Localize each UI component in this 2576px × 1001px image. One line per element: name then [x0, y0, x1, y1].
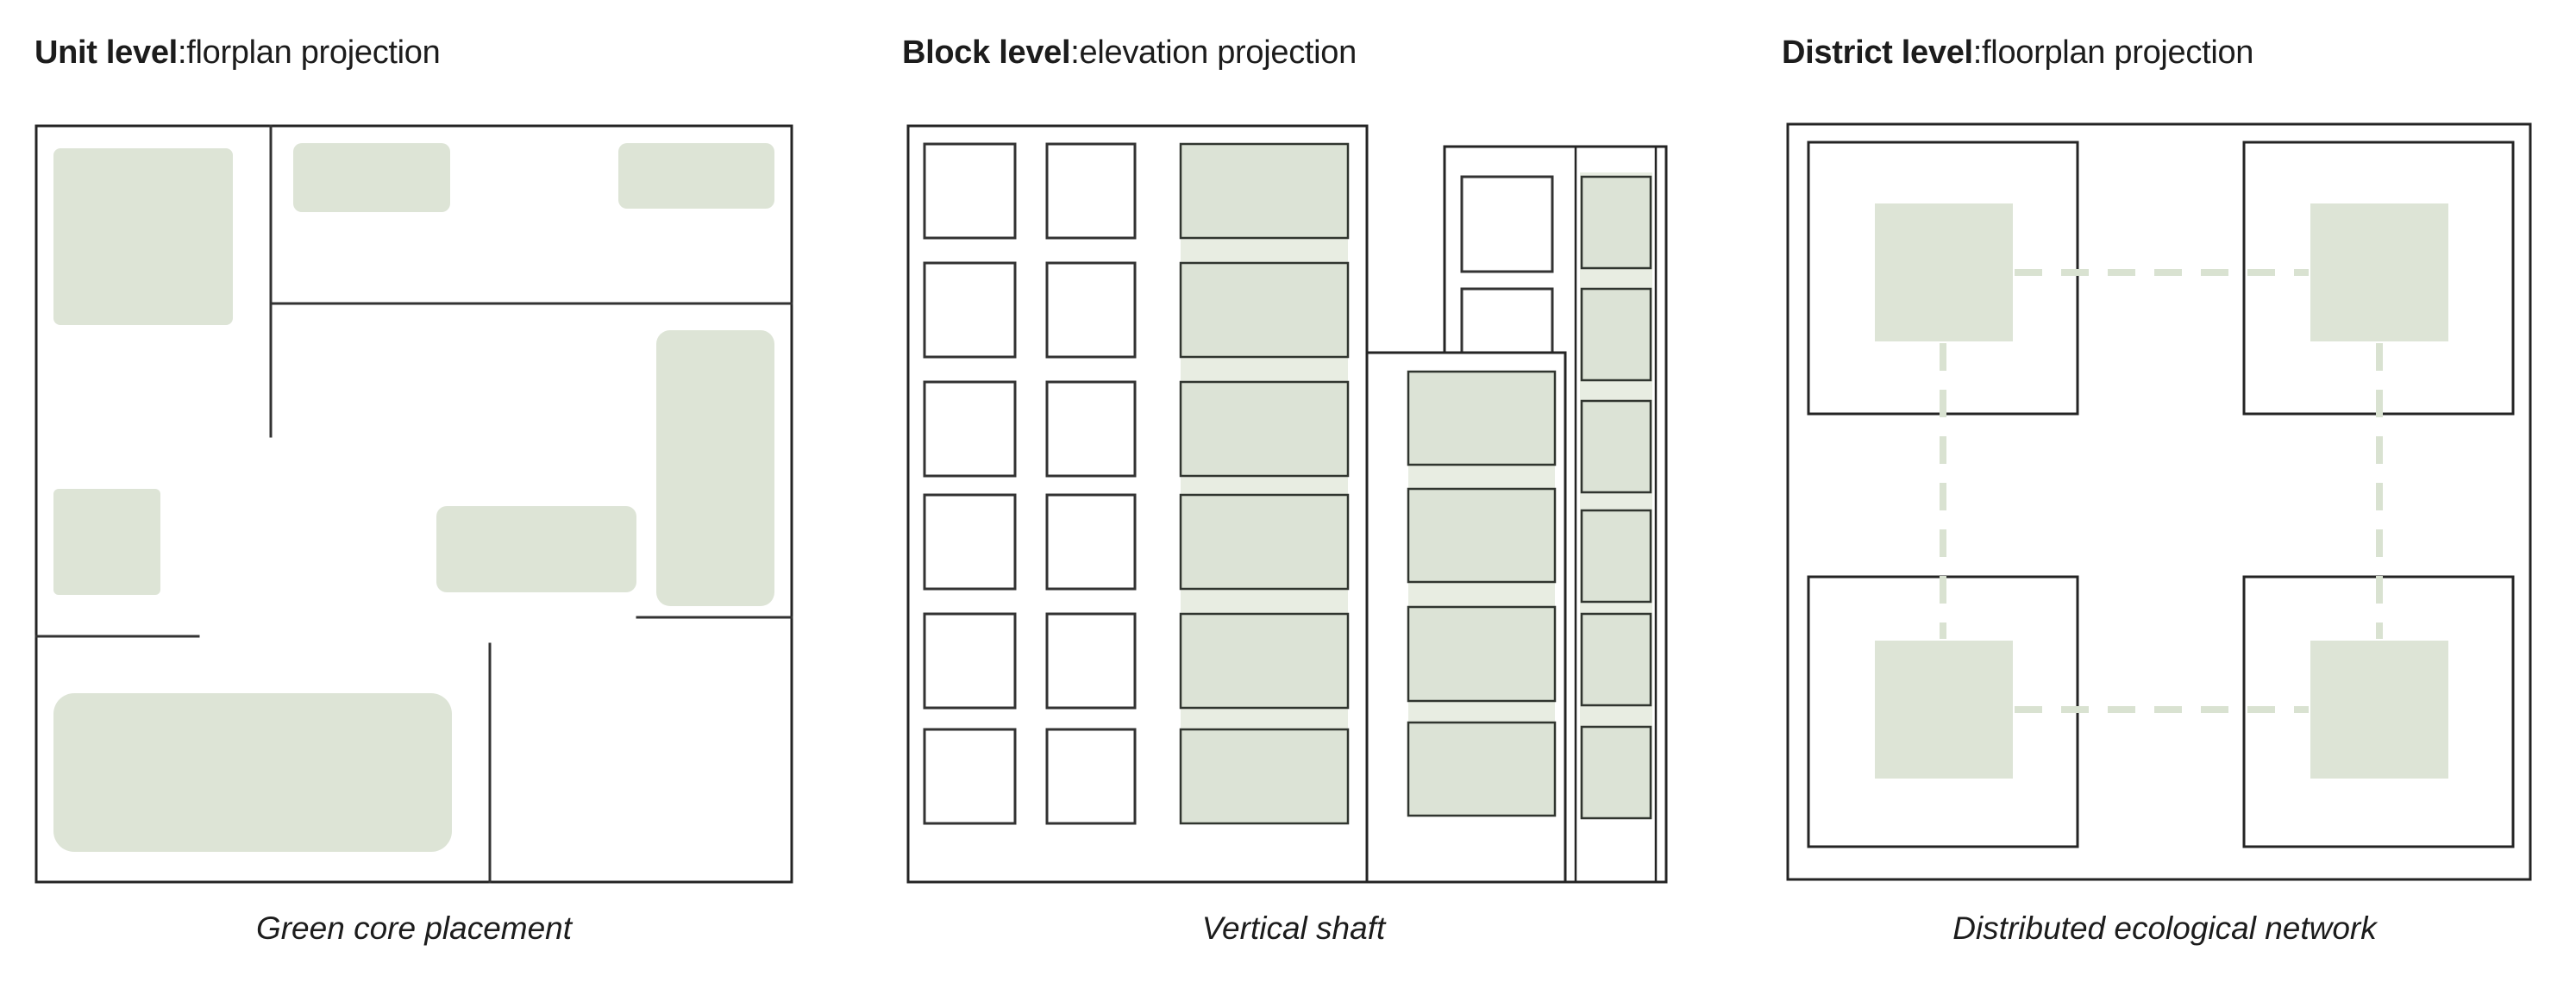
block-level-title: Block level:elevation projection: [902, 34, 1357, 72]
white-window: [1045, 728, 1137, 825]
building-main-left: [906, 124, 1369, 884]
district-level-title-bold: District level: [1782, 34, 1973, 71]
green-core-top-right: [2310, 203, 2448, 341]
green-core-right-tall: [656, 330, 774, 606]
vertical-shaft-strip: [1181, 144, 1348, 823]
white-window: [923, 728, 1017, 825]
green-window: [1407, 487, 1557, 584]
green-core-top-left: [1875, 203, 2013, 341]
block-caption: Vertical shaft: [1201, 910, 1386, 946]
green-core-top-left: [53, 148, 233, 325]
district-floorplan: [1786, 122, 2532, 881]
green-window: [1580, 287, 1652, 382]
white-window: [1045, 493, 1137, 591]
green-window: [1407, 605, 1557, 703]
district-caption: Distributed ecological network: [1952, 910, 2377, 946]
block-elevation: [906, 124, 1668, 884]
white-window: [1045, 142, 1137, 240]
unit-level-title: Unit level:florplan projection: [34, 34, 441, 72]
green-window: [1580, 509, 1652, 604]
white-window: [1045, 380, 1137, 478]
white-window: [923, 612, 1017, 710]
white-window: [923, 380, 1017, 478]
white-window: [923, 142, 1017, 240]
green-window: [1179, 142, 1350, 240]
green-core-middle: [436, 506, 636, 592]
vertical-shaft-strip: [1580, 172, 1652, 819]
green-window: [1179, 261, 1350, 359]
green-window: [1580, 399, 1652, 494]
white-window: [923, 493, 1017, 591]
green-core-bottom-right: [2310, 641, 2448, 779]
green-window: [1407, 721, 1557, 817]
green-window: [1179, 612, 1350, 710]
green-window: [1407, 370, 1557, 466]
white-window: [1460, 175, 1554, 273]
green-core-top-right: [618, 143, 774, 209]
white-window: [1045, 261, 1137, 359]
unit-caption: Green core placement: [255, 910, 573, 946]
district-level-title: District level:floorplan projection: [1782, 34, 2253, 72]
unit-level-title-bold: Unit level: [34, 34, 178, 71]
green-core-top-middle: [293, 143, 450, 212]
green-core-left-small: [53, 489, 160, 595]
block-level-title-bold: Block level: [902, 34, 1071, 71]
district-level-title-rest: :floorplan projection: [1972, 34, 2254, 71]
green-core-bottom-left: [1875, 641, 2013, 779]
green-window: [1580, 725, 1652, 820]
white-window: [1045, 612, 1137, 710]
building-middle-front: [1365, 351, 1567, 884]
block-level-title-rest: :elevation projection: [1070, 34, 1357, 71]
white-window: [923, 261, 1017, 359]
unit-floorplan: [34, 124, 793, 884]
green-window: [1179, 493, 1350, 591]
green-window: [1580, 175, 1652, 270]
green-window: [1179, 728, 1350, 825]
green-window: [1580, 612, 1652, 707]
green-window: [1179, 380, 1350, 478]
unit-level-title-rest: :florplan projection: [177, 34, 441, 71]
green-core-bottom-large: [53, 693, 452, 852]
